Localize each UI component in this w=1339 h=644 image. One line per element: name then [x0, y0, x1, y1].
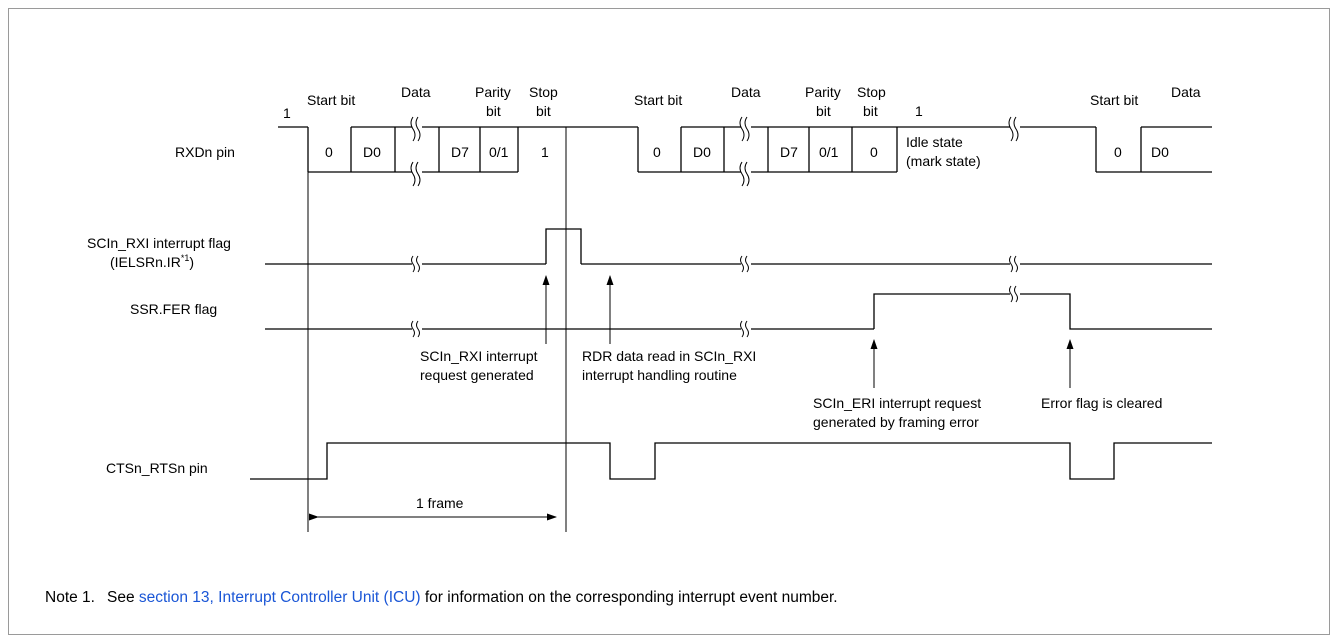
- bit-start-3: 0: [1114, 144, 1122, 160]
- rxd-waveform: [278, 126, 1212, 173]
- bit-parity-2: 0/1: [819, 144, 839, 160]
- rdr-read-label-line2: interrupt handling routine: [582, 367, 737, 383]
- one-frame-label: 1 frame: [416, 495, 464, 511]
- cts-waveform: [250, 442, 1212, 480]
- eri-request-label-line2: generated by framing error: [813, 414, 979, 430]
- bit-d7-2: D7: [780, 144, 798, 160]
- parity-label-1: Parity: [475, 84, 511, 100]
- mark-state-label: (mark state): [906, 153, 981, 169]
- footnote-label: Note 1.: [45, 589, 95, 606]
- error-cleared-label: Error flag is cleared: [1041, 395, 1162, 411]
- bit-d0-2: D0: [693, 144, 711, 160]
- rxi-request-label-line2: request generated: [420, 367, 534, 383]
- data-label-3: Data: [1171, 84, 1201, 100]
- bit-start-2: 0: [653, 144, 661, 160]
- cts-pin-label: CTSn_RTSn pin: [106, 460, 208, 476]
- fer-break-marks: [411, 285, 1018, 338]
- rxi-break-marks: [411, 255, 1018, 273]
- start-bit-label-1: Start bit: [307, 92, 355, 108]
- footnote: Note 1. See section 13, Interrupt Control…: [45, 589, 838, 607]
- start-bit-label-3: Start bit: [1090, 92, 1138, 108]
- rxd-idle-level-2: 1: [915, 103, 923, 119]
- fer-flag-label: SSR.FER flag: [130, 301, 217, 317]
- diagram-frame: [8, 8, 1330, 635]
- stop-bit-label-2: bit: [863, 103, 878, 119]
- reference-lines: [307, 127, 567, 532]
- stop-label-1: Stop: [529, 84, 558, 100]
- fer-flag-waveform: [265, 293, 1212, 330]
- bit-start-1: 0: [325, 144, 333, 160]
- stop-label-2: Stop: [857, 84, 886, 100]
- parity-bit-label-2: bit: [816, 103, 831, 119]
- footnote-pre: See: [106, 589, 139, 606]
- parity-label-2: Parity: [805, 84, 841, 100]
- rxi-flag-sublabel: (IELSRn.IR*1): [110, 253, 194, 270]
- rxd-break-marks: [410, 116, 1019, 187]
- footnote-post: for information on the corresponding int…: [420, 589, 838, 606]
- section-13-link[interactable]: section 13, Interrupt Controller Unit (I…: [138, 589, 421, 606]
- bit-stop-2: 0: [870, 144, 878, 160]
- event-arrows: [542, 275, 1074, 388]
- bit-stop-1: 1: [541, 144, 549, 160]
- rxi-flag-waveform: [265, 228, 1212, 265]
- data-label-2: Data: [731, 84, 761, 100]
- rxi-request-label-line1: SCIn_RXI interrupt: [420, 348, 538, 364]
- bit-d0-1: D0: [363, 144, 381, 160]
- eri-request-label-line1: SCIn_ERI interrupt request: [813, 395, 981, 411]
- data-label-1: Data: [401, 84, 431, 100]
- rdr-read-label-line1: RDR data read in SCIn_RXI: [582, 348, 756, 364]
- parity-bit-label-1: bit: [486, 103, 501, 119]
- bit-d0-3: D0: [1151, 144, 1169, 160]
- idle-state-label: Idle state: [906, 134, 963, 150]
- stop-bit-label-1: bit: [536, 103, 551, 119]
- rxd-idle-level-1: 1: [283, 105, 291, 121]
- rxd-pin-label: RXDn pin: [175, 144, 235, 160]
- start-bit-label-2: Start bit: [634, 92, 682, 108]
- bit-parity-1: 0/1: [489, 144, 509, 160]
- rxi-flag-label: SCIn_RXI interrupt flag: [87, 235, 231, 251]
- bit-d7-1: D7: [451, 144, 469, 160]
